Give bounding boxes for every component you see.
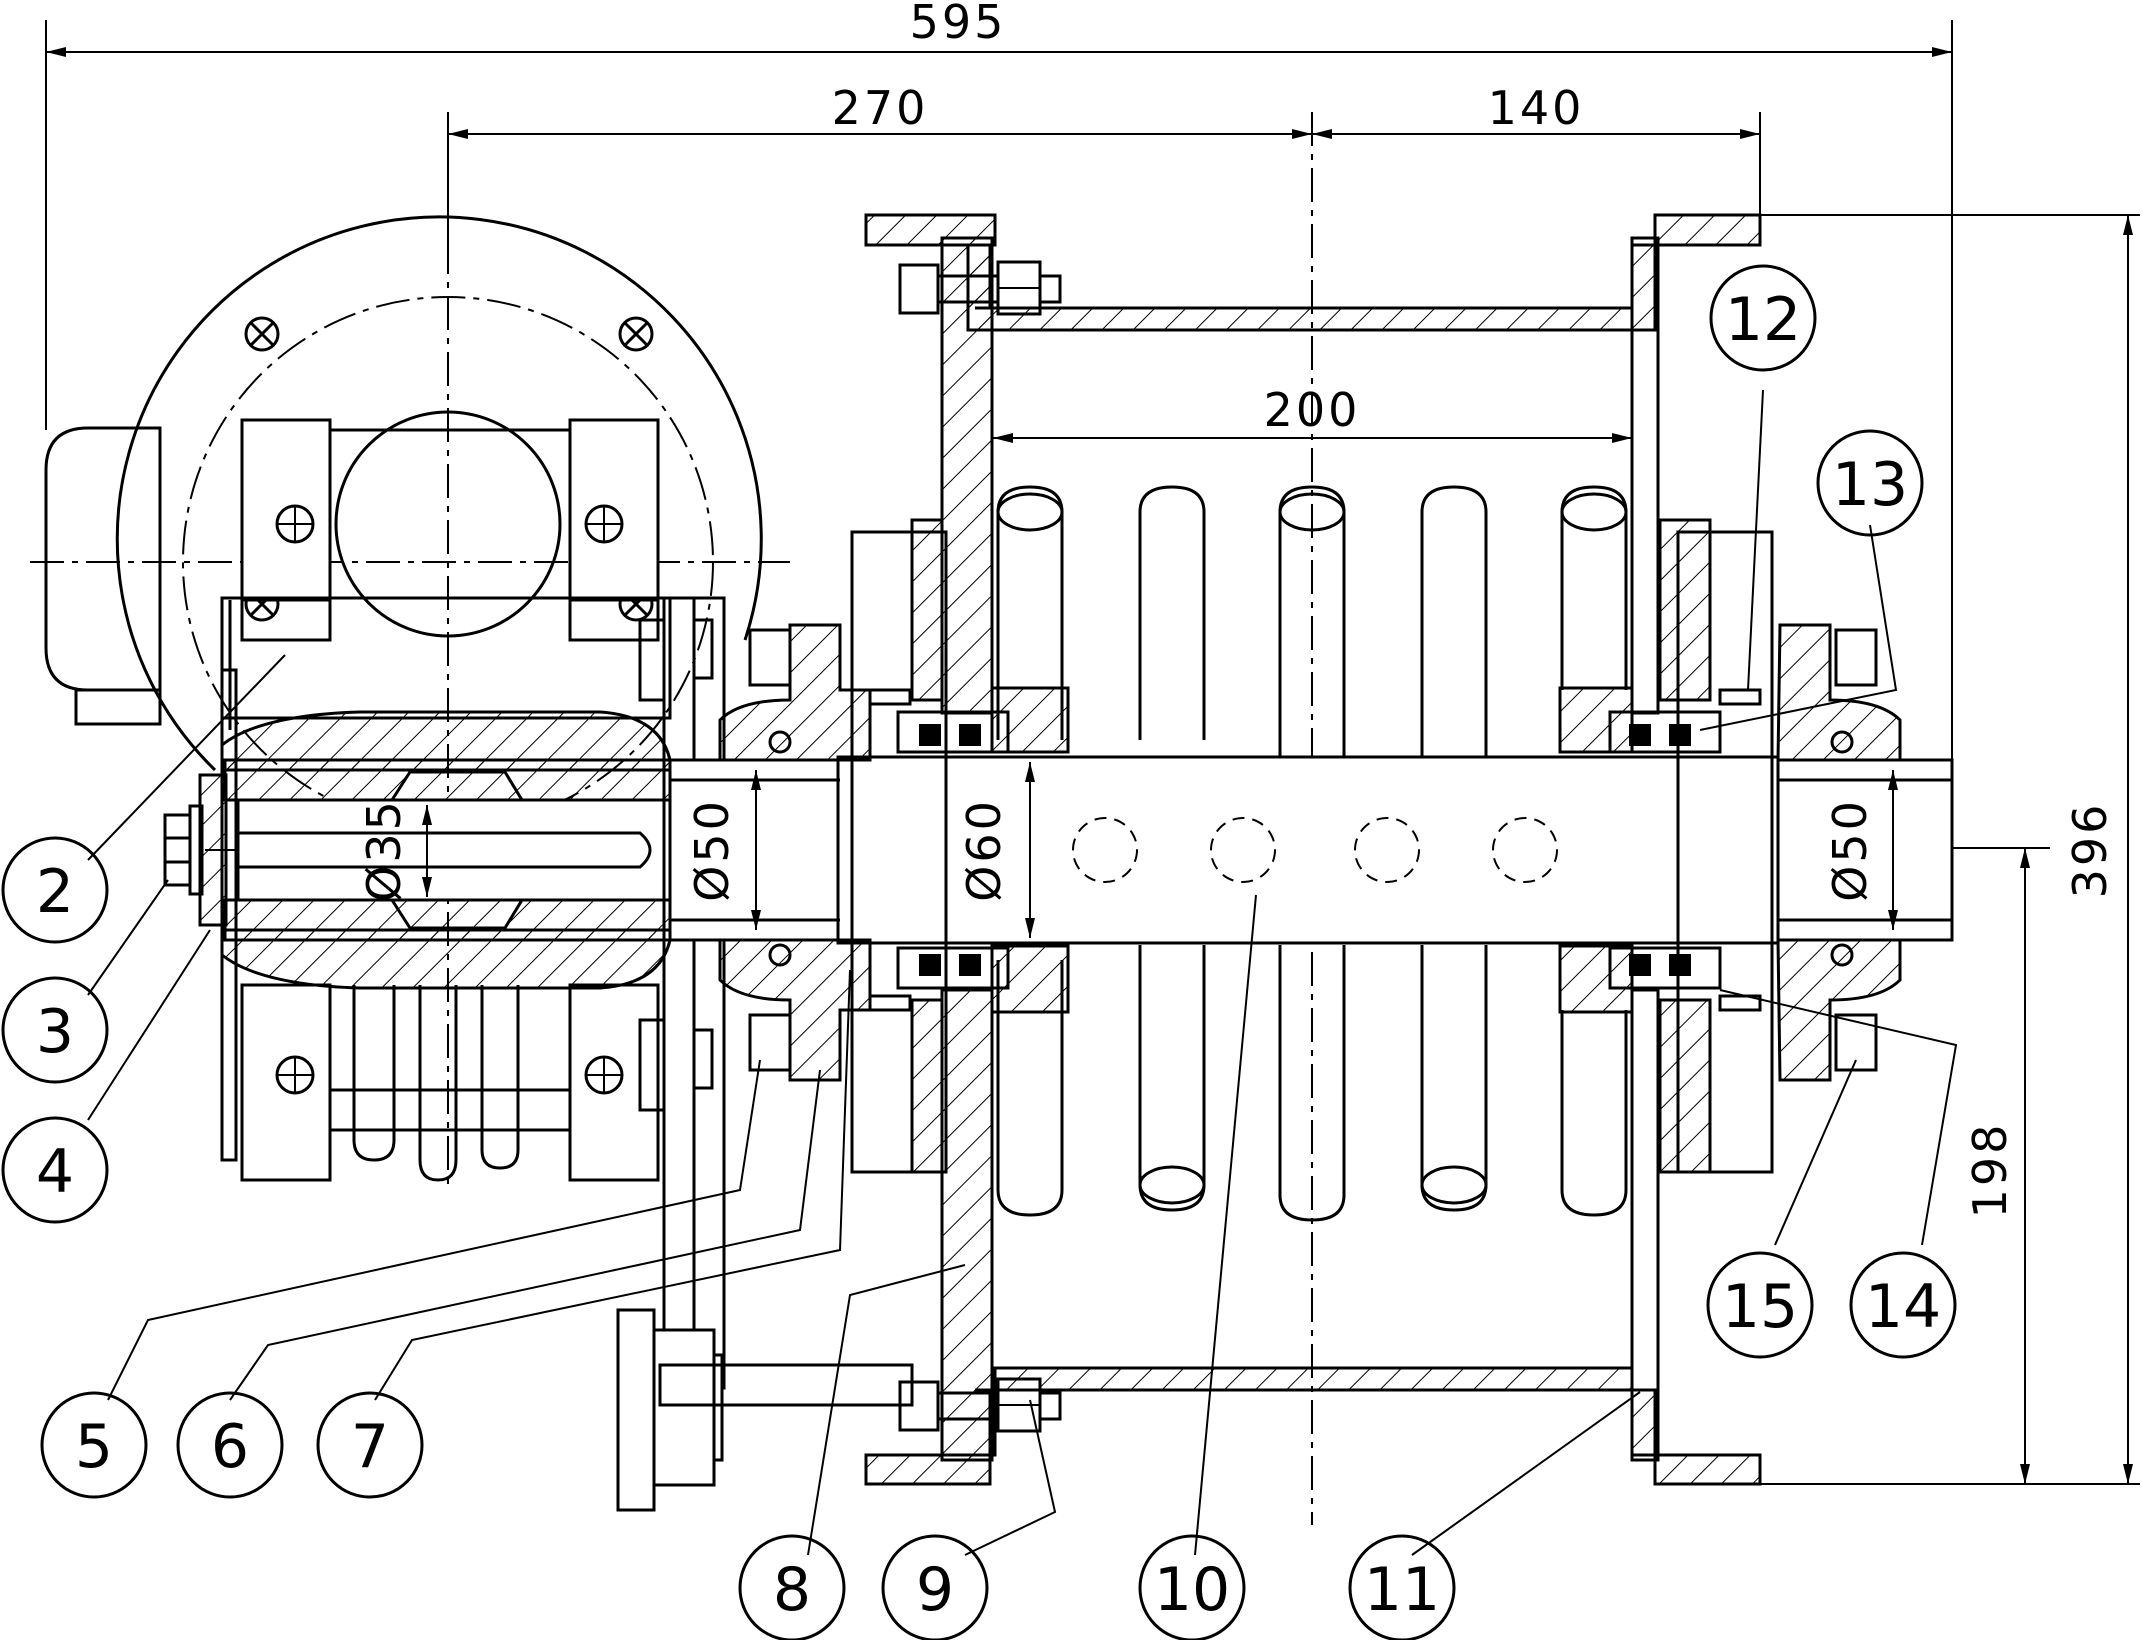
dim-center-to-bottom: 198: [1963, 1122, 2017, 1219]
dim-shaft-dia-center: Ø60: [957, 798, 1011, 902]
svg-text:4: 4: [36, 1137, 74, 1207]
callout-10: 10: [1138, 1534, 1246, 1640]
shaft-diameter-labels: Ø35 Ø50 Ø60 Ø50: [357, 798, 1877, 902]
svg-text:13: 13: [1832, 450, 1908, 520]
svg-text:7: 7: [351, 1412, 389, 1482]
svg-text:8: 8: [773, 1555, 811, 1625]
callout-9: 9: [881, 1534, 989, 1640]
dim-overall-height: 396: [2063, 802, 2117, 899]
flange-bolt-bottom: [898, 1377, 1062, 1433]
svg-text:2: 2: [36, 857, 74, 927]
callout-7: 7: [316, 1391, 424, 1499]
callout-12: 12: [1709, 264, 1817, 372]
rotor-shaft: [422, 755, 1954, 945]
gear-motor: [44, 215, 914, 1512]
svg-text:9: 9: [916, 1555, 954, 1625]
callout-14: 14: [1849, 1251, 1957, 1359]
rotor-blades: [996, 485, 1628, 1222]
callout-3: 3: [1, 976, 109, 1084]
callout-13: 13: [1816, 429, 1924, 537]
dim-motor-to-center: 270: [832, 81, 929, 135]
callout-15: 15: [1706, 1251, 1814, 1359]
svg-text:11: 11: [1364, 1555, 1440, 1625]
dim-overall-length: 595: [910, 0, 1007, 49]
callout-2: 2: [1, 836, 109, 944]
leader-lines: [87, 389, 1958, 1556]
svg-text:3: 3: [36, 997, 74, 1067]
svg-text:15: 15: [1722, 1272, 1798, 1342]
dim-center-to-flange: 140: [1488, 81, 1585, 135]
svg-text:10: 10: [1154, 1555, 1230, 1625]
callout-11: 11: [1348, 1534, 1456, 1640]
cooling-fins: [330, 985, 570, 1182]
callout-5: 5: [40, 1391, 148, 1499]
flange-bolt-top: [898, 260, 1062, 316]
callouts: 2 3 4 5 6 7 8 9 10 11 12 13 14 15: [1, 264, 1957, 1640]
bearing-right: [1558, 518, 1902, 1174]
dim-shaft-dia-gear: Ø35: [357, 798, 411, 902]
svg-text:5: 5: [75, 1412, 113, 1482]
dim-rotor-width: 200: [1264, 383, 1361, 437]
callout-6: 6: [176, 1391, 284, 1499]
dim-shaft-dia-left: Ø50: [685, 798, 739, 902]
dimension-labels: 595 270 140 200 396 198: [832, 0, 2117, 1218]
svg-text:6: 6: [211, 1412, 249, 1482]
bearing-left: [718, 518, 1070, 1174]
callout-8: 8: [738, 1534, 846, 1640]
callout-4: 4: [1, 1116, 109, 1224]
dim-shaft-dia-right: Ø50: [1823, 798, 1877, 902]
valve-housing: [864, 213, 1762, 1486]
svg-text:14: 14: [1865, 1272, 1941, 1342]
svg-text:12: 12: [1725, 285, 1801, 355]
